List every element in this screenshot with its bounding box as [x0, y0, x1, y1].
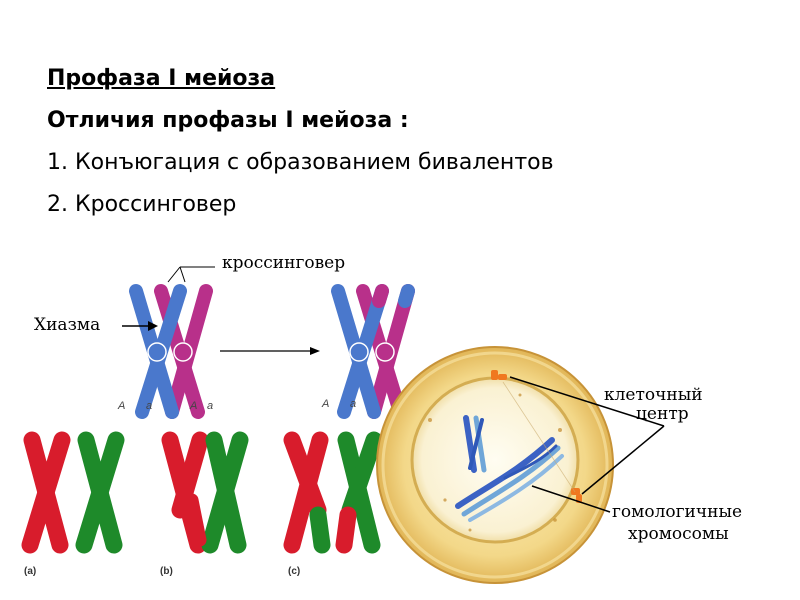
process-arrow-head: [310, 347, 320, 355]
allele-label-A2: A: [189, 400, 197, 412]
cell-illustration: [376, 346, 614, 584]
bivalent-after-crossing-over: [331, 284, 415, 419]
cell-center-pointer-2: [581, 425, 665, 495]
list-item-crossing-over: 2. Кроссинговер: [47, 192, 237, 217]
panel-b-chromosomes: [161, 431, 249, 554]
panel-b-label: (b): [160, 566, 173, 577]
bivalent-before-crossing-over: [129, 284, 213, 419]
chiasma-arrow-head: [148, 321, 158, 331]
centrosome-top: [491, 370, 507, 380]
allele-label-A1: A: [117, 400, 125, 412]
panel-c-label: (c): [288, 566, 300, 577]
slide-title: Профаза I мейоза: [47, 66, 276, 91]
allele-label-a2: a: [207, 400, 213, 412]
allele-label-A3: A: [321, 398, 329, 410]
allele-labels-left: A a A a: [117, 400, 213, 412]
homologs-pointer: [531, 485, 611, 513]
crossing-over-label: кроссинговер: [222, 253, 345, 273]
crossing-over-pointer-1: [167, 266, 181, 283]
slide-text-block: Профаза I мейоза Отличия профазы I мейоз…: [47, 58, 554, 226]
list-item-conjugation: 1. Конъюгация с образованием бивалентов: [47, 150, 554, 175]
panel-a-label: (a): [24, 566, 36, 577]
cell-center-pointer-1: [509, 376, 665, 427]
allele-label-a1: a: [146, 400, 152, 412]
slide-subtitle: Отличия профазы I мейоза :: [47, 108, 409, 133]
allele-label-a3: a: [350, 398, 356, 410]
homologs-label-line2: хромосомы: [628, 524, 729, 544]
panel-c-chromosomes: [283, 431, 383, 554]
homologs-label-line1: гомологичные: [612, 502, 742, 522]
cell-center-label-line1: клеточный: [604, 385, 703, 405]
crossing-over-pointer-2: [179, 266, 186, 283]
panel-a-chromosomes: [21, 431, 125, 554]
cell-center-label-line2: центр: [636, 404, 689, 424]
chiasma-label: Хиазма: [34, 315, 100, 335]
